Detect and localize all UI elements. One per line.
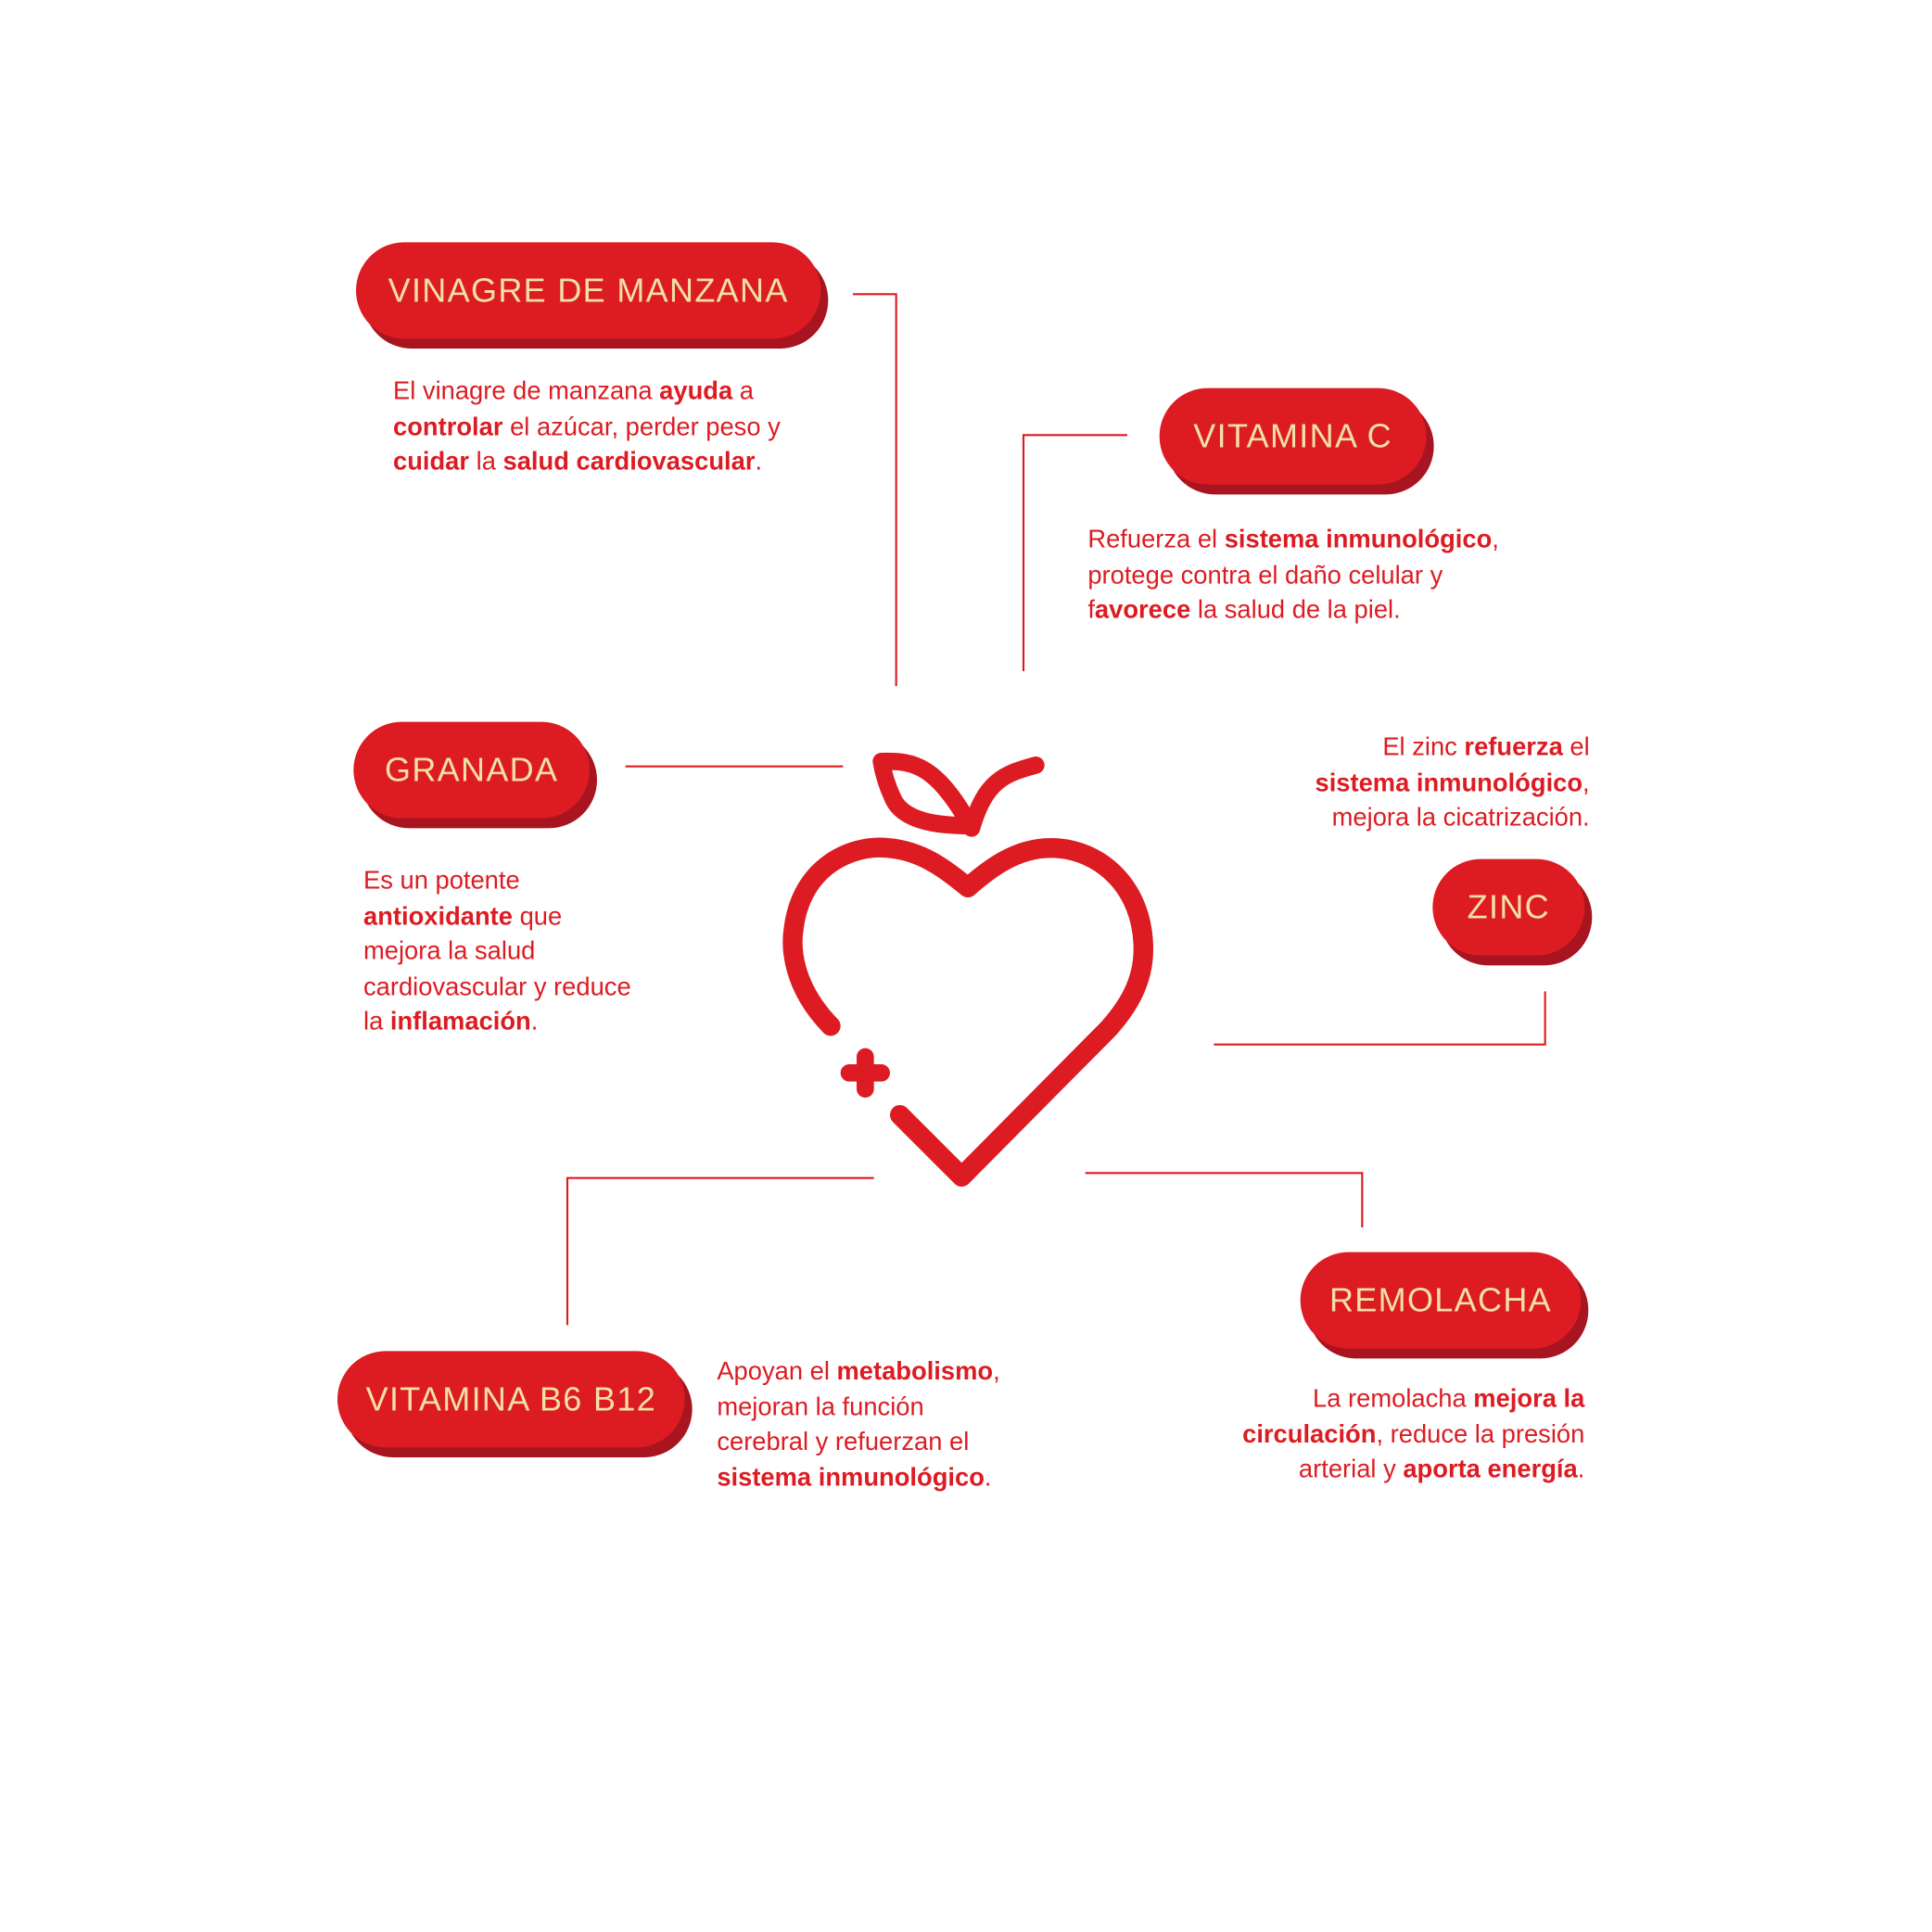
pill-label: VITAMINA B6 B12 [365,1379,657,1417]
desc-line: cardiovascular y reduce [363,970,631,1005]
pill-label: VITAMINA C [1193,416,1393,454]
bold-text: sistema inmunológico [717,1462,985,1492]
text: , reduce la presión [1376,1419,1585,1448]
text: el [1562,732,1590,762]
text: protege contra el daño celular y [1087,560,1443,590]
text: mejoran la función [717,1392,924,1421]
text: la [469,447,503,477]
text: , [1492,525,1499,554]
bold-text: metabolismo [836,1356,994,1386]
text: El zinc [1382,732,1465,762]
text: mejora la cicatrización. [1331,803,1590,833]
desc-vitamina-c: Refuerza el sistema inmunológico,protege… [1087,523,1499,629]
bold-text: sistema inmunológico [1315,768,1583,797]
text: . [1577,1455,1585,1483]
bold-text: aporta energía [1403,1455,1578,1483]
desc-line: cuidar la salud cardiovascular. [393,445,781,480]
heart-outline-icon [782,837,1153,1187]
apple-heart-icon [782,752,1153,1187]
bold-text: antioxidante [362,901,513,931]
text: que [512,901,563,931]
pill-granada: GRANADA [353,721,597,829]
connector-vitamina-c [1022,434,1127,671]
desc-line: controlar el azúcar, perder peso y [393,410,781,445]
desc-line: sistema inmunológico. [717,1460,999,1495]
text: . [984,1462,992,1492]
text: La remolacha [1313,1384,1474,1413]
text: . [755,447,763,477]
text: Es un potente [362,866,520,896]
text: el azúcar, perder peso y [502,412,781,441]
leaf-icon [872,752,979,834]
connector-vinagre [852,293,897,686]
pill-label: VINAGRE DE MANZANA [388,271,789,309]
connector-lines [566,293,1546,1326]
desc-line: mejora la salud [363,934,631,970]
pill-label: GRANADA [384,750,559,788]
text: a [732,376,754,406]
desc-line: favorece la salud de la piel. [1087,593,1499,629]
connector-zinc [1214,991,1546,1046]
text: cerebral y refuerzan el [717,1427,970,1456]
desc-vitamina-b6-b12: Apoyan el metabolismo,mejoran la función… [717,1354,999,1495]
pill-vinagre: VINAGRE DE MANZANA [355,242,829,349]
text: El vinagre de manzana [392,376,660,406]
pill-label: ZINC [1467,887,1550,925]
desc-line: El vinagre de manzana ayuda a [393,375,781,410]
desc-line: mejoran la función [717,1390,999,1425]
desc-line: antioxidante que [363,899,631,934]
plus-icon [840,1048,890,1098]
bold-text: cuidar [392,447,470,477]
text: la [362,1007,390,1036]
text: la salud de la piel. [1190,595,1401,625]
desc-line: mejora la cicatrización. [1315,801,1590,836]
bold-text: controlar [392,412,503,441]
desc-line: la inflamación. [363,1005,631,1040]
bold-text: inflamación [389,1007,531,1036]
pill-vitamina-b6-b12: VITAMINA B6 B12 [337,1351,693,1457]
desc-line: La remolacha mejora la [1242,1382,1584,1417]
text: Apoyan el [717,1356,837,1386]
text: cardiovascular y reduce [362,972,631,1001]
bold-text: mejora la [1473,1384,1585,1413]
connector-remolacha [1085,1172,1364,1227]
text: mejora la salud [362,936,536,966]
desc-line: Es un potente [363,864,631,899]
bold-text: sistema inmunológico [1224,525,1493,554]
desc-line: Refuerza el sistema inmunológico, [1087,523,1499,558]
desc-line: arterial y aporta energía. [1242,1453,1584,1488]
pill-remolacha: REMOLACHA [1300,1252,1589,1359]
text: . [530,1007,539,1036]
text: arterial y [1298,1455,1404,1483]
text: f [1087,595,1095,625]
desc-line: Apoyan el metabolismo, [717,1354,999,1390]
pill-vitamina-c: VITAMINA C [1159,388,1434,495]
bold-text: salud cardiovascular [502,447,756,477]
bold-text: refuerza [1464,732,1563,762]
connector-vitamina-b6-b12 [566,1176,874,1326]
desc-line: protege contra el daño celular y [1087,558,1499,593]
desc-line: sistema inmunológico, [1315,766,1589,801]
text: , [993,1356,1000,1386]
bold-text: circulación [1242,1419,1377,1448]
text: , [1582,768,1590,797]
bold-text: avorece [1094,595,1191,625]
stem-icon [962,756,1045,837]
pill-zinc: ZINC [1432,858,1593,966]
pill-label: REMOLACHA [1328,1280,1553,1318]
text: Refuerza el [1087,525,1225,554]
bold-text: ayuda [659,376,733,406]
desc-line: El zinc refuerza el [1315,731,1589,766]
desc-line: cerebral y refuerzan el [717,1425,999,1460]
desc-line: circulación, reduce la presión [1242,1417,1584,1453]
